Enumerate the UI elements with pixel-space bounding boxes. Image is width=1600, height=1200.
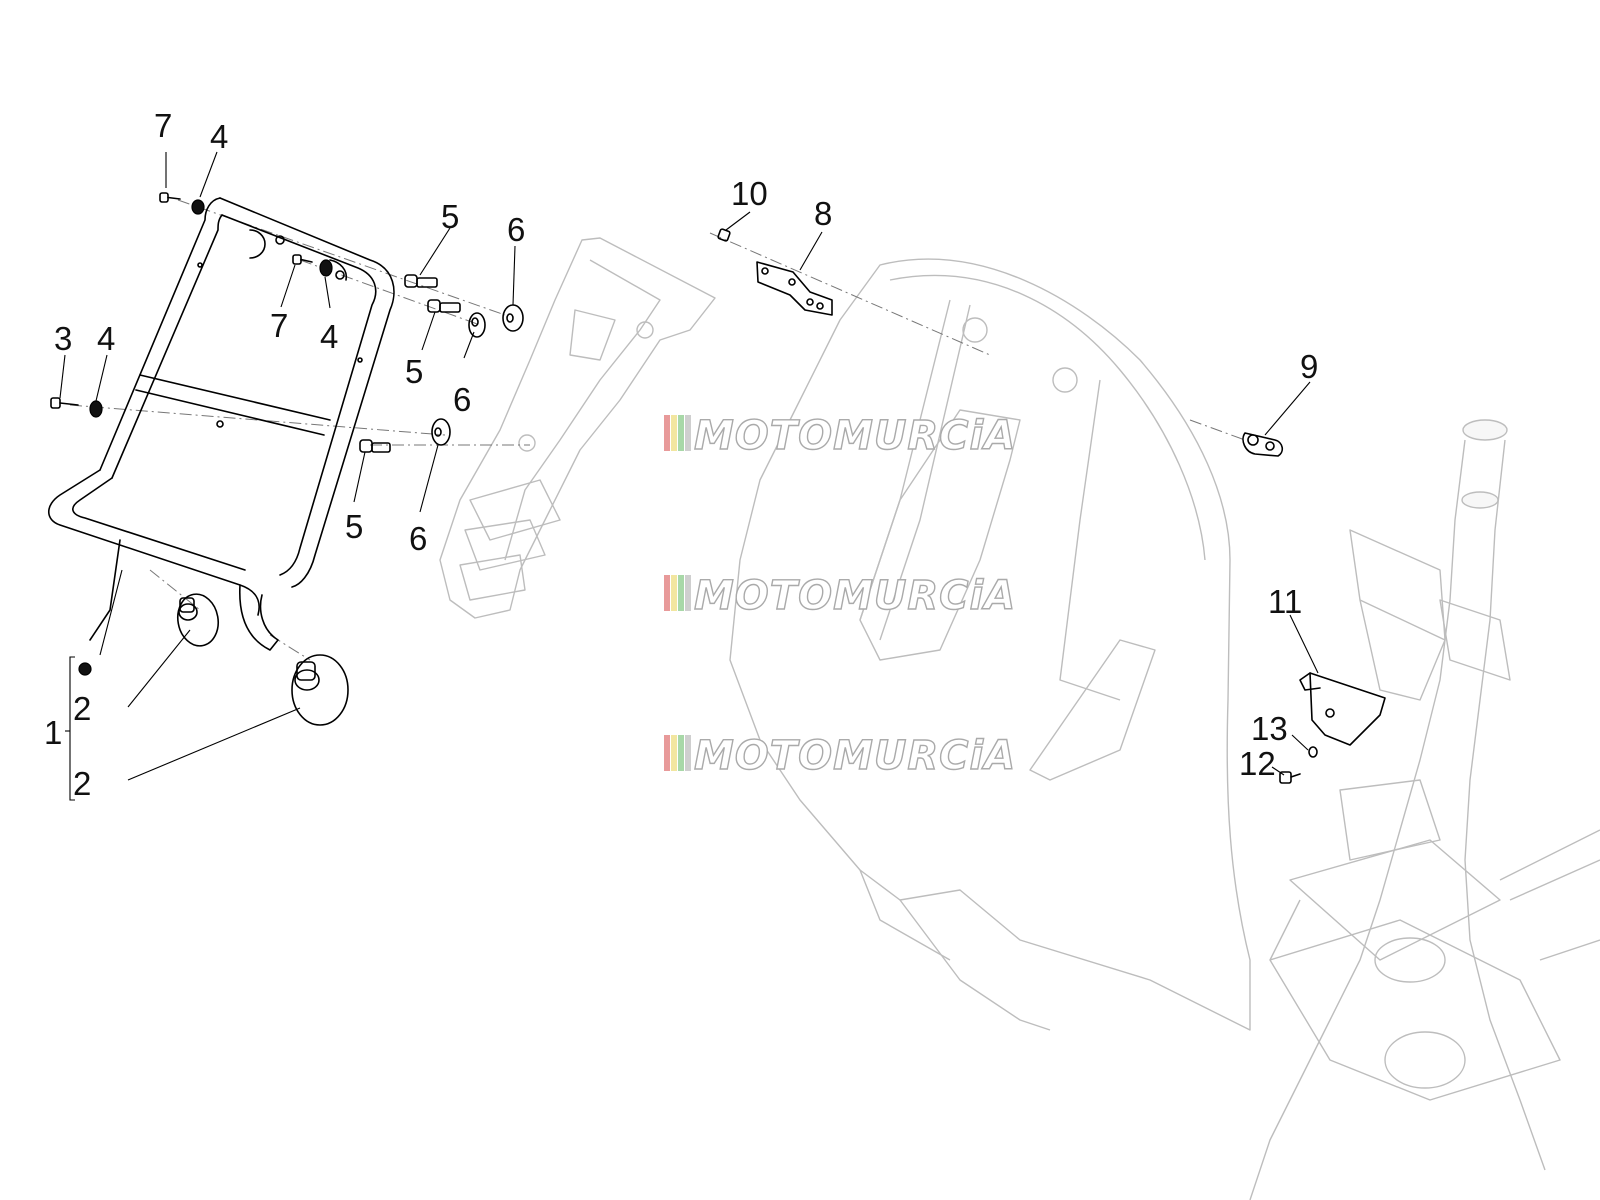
watermark-1: MOTOMURCiA — [664, 412, 1016, 460]
callout-6-top: 6 — [507, 211, 525, 248]
callout-12: 12 — [1239, 745, 1276, 782]
grommet-6-a — [502, 304, 524, 332]
screw-3 — [50, 397, 79, 409]
front-rack — [47, 197, 395, 651]
washer-13 — [1308, 746, 1318, 758]
frame-outline — [1249, 419, 1600, 1200]
legend-dot — [78, 662, 92, 676]
callout-2-upper: 2 — [73, 690, 91, 727]
callout-6-mid: 6 — [453, 381, 471, 418]
washer-4-mid — [319, 259, 333, 277]
callout-1: 1 — [44, 714, 62, 751]
bracket-11 — [1299, 672, 1386, 746]
callout-10: 10 — [731, 175, 768, 212]
callout-4-low: 4 — [97, 320, 115, 357]
callout-7-top: 7 — [154, 107, 172, 144]
callout-5-top: 5 — [441, 198, 459, 235]
grommet-6-c — [431, 418, 451, 446]
washer-4-top — [191, 199, 205, 215]
callout-11: 11 — [1268, 583, 1302, 620]
callout-5-mid: 5 — [405, 353, 423, 390]
screw-12 — [1279, 771, 1301, 784]
center-cover-outline — [439, 237, 716, 619]
rubber-foot-small — [176, 593, 220, 647]
bracket-8 — [756, 261, 833, 316]
callout-5-low: 5 — [345, 508, 363, 545]
nut-10 — [717, 228, 731, 242]
callout-2-lower: 2 — [73, 765, 91, 802]
callout-labels: 7 4 7 4 3 4 5 5 5 6 6 6 10 8 9 11 13 12 … — [44, 107, 1318, 802]
clip-9 — [1242, 432, 1284, 457]
callout-4-top: 4 — [210, 118, 228, 155]
callout-8: 8 — [814, 195, 832, 232]
spacer-5-a — [404, 274, 438, 288]
spacer-5-b — [427, 299, 461, 313]
callout-6-low: 6 — [409, 520, 427, 557]
rubber-foot-large — [291, 654, 349, 726]
screw-7-top — [159, 192, 181, 203]
watermark-2: MOTOMURCiA — [664, 572, 1016, 620]
watermark-text: MOTOMURCiA — [694, 573, 1016, 619]
washer-4-low — [89, 400, 103, 418]
callout-4-mid: 4 — [320, 318, 338, 355]
screw-7-mid — [292, 254, 313, 265]
callout-13: 13 — [1251, 710, 1288, 747]
watermark-3: MOTOMURCiA — [664, 732, 1016, 780]
callout-3: 3 — [54, 320, 72, 357]
grommet-6-b — [468, 312, 486, 338]
callout-7-mid: 7 — [270, 307, 288, 344]
watermark-text: MOTOMURCiA — [694, 733, 1016, 779]
watermark-text: MOTOMURCiA — [694, 413, 1016, 459]
callout-9: 9 — [1300, 348, 1318, 385]
leg-shield-outline — [729, 258, 1251, 1031]
assembly-axes — [69, 199, 1246, 661]
spacer-5-c — [359, 439, 391, 453]
leader-lines — [59, 151, 1319, 801]
